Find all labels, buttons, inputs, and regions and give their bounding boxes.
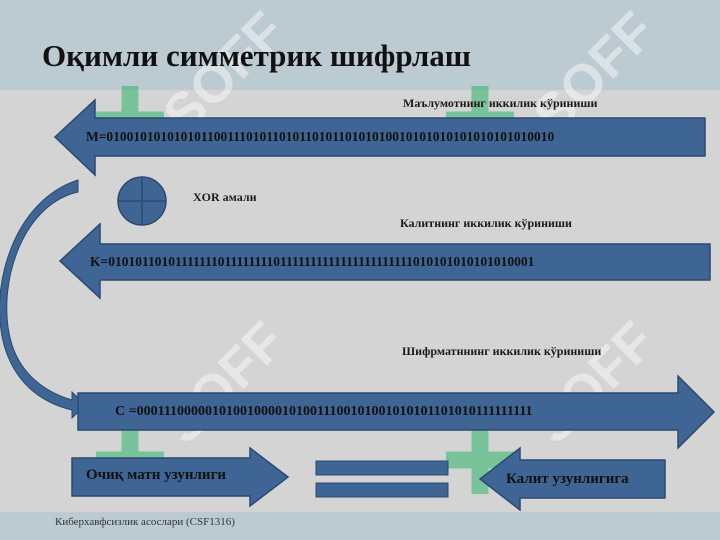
key-arrow — [58, 222, 711, 300]
watermark-text: SOFF — [522, 311, 666, 455]
cipher-arrow — [77, 374, 716, 450]
cipher-caption: Шифрматннинг иккилик кўриниши — [402, 344, 602, 358]
xor-label: XOR амали — [193, 190, 257, 204]
message-arrow — [53, 98, 706, 177]
equals-sign-icon — [315, 460, 449, 498]
curved-feedback-arrow — [0, 179, 87, 420]
header-band — [0, 0, 720, 90]
key-caption: Калитнинг иккилик кўриниши — [400, 216, 572, 230]
key-bits: K=01010110101111111011111111011111111111… — [90, 254, 535, 269]
plaintext-length-label: Очиқ матн узунлиги — [86, 467, 227, 483]
cipher-bits: C =0001110000010100100001010011100101001… — [115, 404, 533, 419]
message-caption: Маълумотнинг иккилик кўриниши — [403, 96, 598, 110]
footer-course-label: Киберхавфсизлик асослари (CSF1316) — [55, 516, 235, 528]
page-title: Оқимли симметрик шифрлаш — [42, 38, 471, 73]
message-bits: M=01001010101010110011101011010110101101… — [86, 129, 555, 144]
xor-circle-icon — [117, 176, 167, 226]
footer-band — [0, 512, 720, 540]
plaintext-length-arrow — [71, 446, 290, 508]
key-length-label: Калит узунлигига — [506, 471, 629, 487]
watermark-text: SOFF — [152, 311, 296, 455]
key-length-arrow — [478, 446, 666, 512]
